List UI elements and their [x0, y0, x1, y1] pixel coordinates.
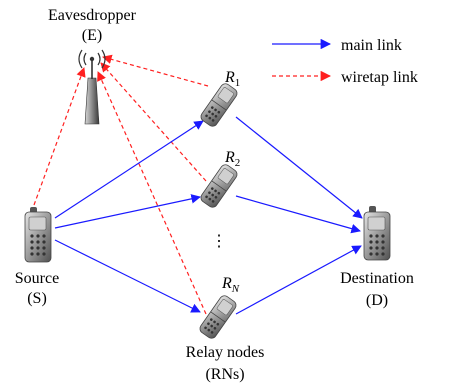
- main-link-source-relayn: [54, 239, 201, 313]
- relay-1-flip-phone-icon: [200, 83, 238, 127]
- relay-n-flip-phone-icon: [199, 295, 237, 339]
- relay-1-subscript: 1: [235, 77, 241, 89]
- relay-ellipsis: ⋮: [211, 233, 227, 250]
- wiretap-link-relayn-eavesdropper: [97, 71, 207, 315]
- wiretap-link-relay1-eavesdropper: [102, 54, 209, 87]
- relay-2-node: R2: [200, 149, 240, 208]
- source-node: Source (S): [15, 207, 59, 307]
- relay-2-label: R2: [224, 149, 240, 169]
- legend: main link wiretap link: [272, 37, 418, 86]
- main-links: [54, 116, 363, 315]
- wiretap-link-source-eavesdropper: [33, 67, 86, 206]
- destination-node: Destination (D): [340, 206, 414, 309]
- relay-n-label: RN: [221, 275, 240, 295]
- relay-2-flip-phone-icon: [200, 164, 238, 208]
- destination-mobile-phone-icon: [363, 206, 391, 261]
- relay-nodes-caption: Relay nodes (RNs): [186, 344, 265, 383]
- source-label: Source: [15, 270, 59, 287]
- main-link-source-relay1: [54, 120, 204, 219]
- main-link-relay1-destination: [235, 116, 363, 219]
- main-link-relayn-destination: [235, 245, 362, 315]
- legend-main-link-label: main link: [341, 37, 402, 54]
- relay-2-subscript: 2: [235, 157, 241, 169]
- relay-nodes-label: Relay nodes: [186, 344, 265, 361]
- relay-nodes-abbr: (RNs): [205, 366, 244, 383]
- destination-abbr: (D): [366, 292, 388, 309]
- source-abbr: (S): [27, 290, 47, 307]
- wiretap-link-relay2-eavesdropper: [100, 62, 207, 182]
- relay-n-subscript: N: [231, 283, 240, 295]
- eavesdropper-label: Eavesdropper: [48, 7, 137, 24]
- main-link-source-relay2: [54, 194, 201, 229]
- main-link-relay2-destination: [235, 195, 361, 234]
- destination-label: Destination: [340, 270, 414, 287]
- eavesdropper-abbr: (E): [82, 27, 102, 44]
- source-mobile-phone-icon: [24, 207, 52, 263]
- eavesdropper-node: Eavesdropper (E): [48, 7, 137, 125]
- relay-1-node: R1: [200, 69, 240, 127]
- relay-n-node: RN: [199, 275, 240, 339]
- wiretap-links: [33, 54, 209, 315]
- relay-1-label: R1: [224, 69, 240, 89]
- legend-wiretap-link-label: wiretap link: [341, 69, 418, 86]
- antenna-tower-icon: [78, 49, 106, 125]
